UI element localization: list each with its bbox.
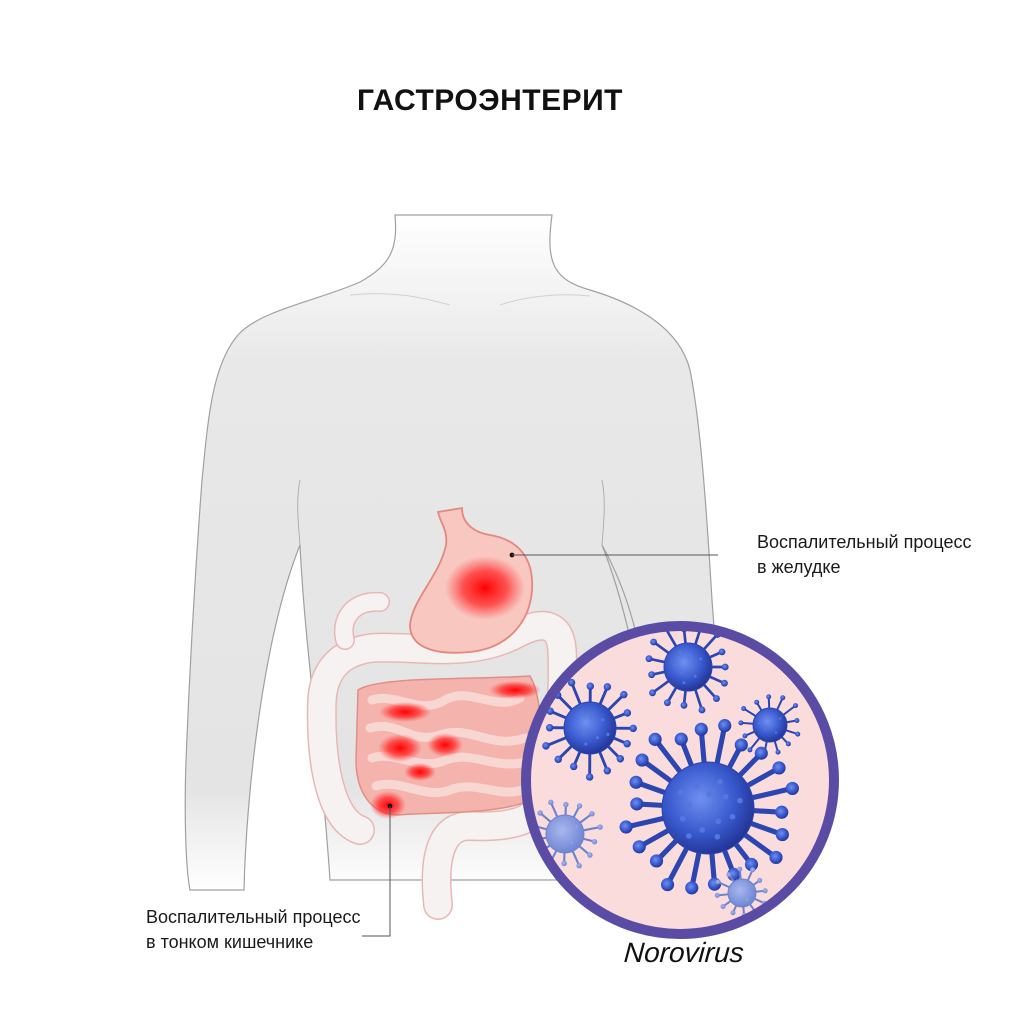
- intestine-label-line2: в тонком кишечнике: [146, 932, 314, 952]
- stomach-label: Воспалительный процесс в желудке: [757, 530, 972, 580]
- magnified-view: [521, 621, 839, 939]
- norovirus-particle: [542, 678, 637, 781]
- intestine-label: Воспалительный процесс в тонком кишечник…: [146, 905, 361, 955]
- leader-lines: [362, 554, 718, 937]
- large-intestine: [306, 591, 578, 920]
- norovirus-particle: [738, 694, 801, 758]
- stomach: [409, 506, 534, 654]
- intestine-leader-line: [362, 806, 391, 937]
- intestine-label-line1: Воспалительный процесс: [146, 907, 361, 927]
- stomach-label-line2: в желудке: [757, 557, 841, 577]
- norovirus-particle: [619, 719, 799, 895]
- page-title: ГАСТРОЭНТЕРИТ: [357, 84, 623, 117]
- norovirus-particle: [645, 626, 729, 714]
- stomach-label-line1: Воспалительный процесс: [757, 532, 972, 552]
- small-intestine: [355, 675, 542, 819]
- virus-name-label: Norovirus: [622, 937, 745, 968]
- lens-ring: [521, 621, 839, 939]
